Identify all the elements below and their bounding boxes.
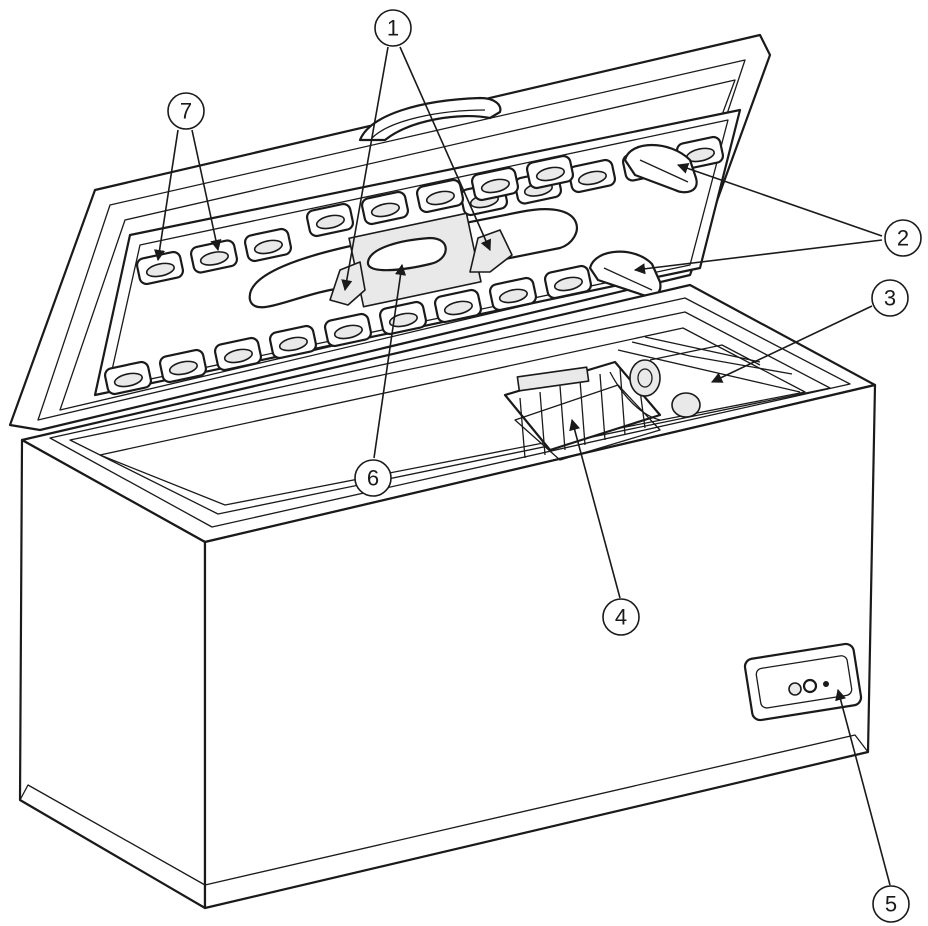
shelf-pocket (213, 336, 263, 372)
shelf-pocket (305, 202, 355, 238)
shelf-pocket (378, 300, 428, 336)
callout-label: 1 (387, 16, 399, 41)
callout-6: 6 (354, 459, 392, 497)
shelf-pocket (543, 264, 593, 300)
shelf-pocket (488, 276, 538, 312)
callout-3: 3 (871, 279, 909, 317)
shelf-pocket (158, 348, 208, 384)
shelf-pocket (567, 158, 617, 194)
callout-label: 4 (615, 605, 627, 630)
shelf-pocket (268, 324, 318, 360)
callout-label: 2 (897, 226, 909, 251)
shelf-pocket (103, 360, 153, 396)
callout-4: 4 (602, 598, 640, 636)
callout-label: 5 (885, 892, 897, 917)
shelf-pocket (415, 178, 465, 214)
callout-7: 7 (167, 92, 205, 130)
shelf-pocket (470, 166, 520, 202)
shelf-pocket (525, 154, 575, 190)
fan-icon (609, 359, 701, 421)
lid-handle-icon (358, 96, 502, 142)
callout-label: 3 (884, 286, 896, 311)
shelf-pocket (360, 190, 410, 226)
callout-5: 5 (872, 885, 910, 923)
leader-lines (153, 46, 891, 886)
callout-label: 6 (367, 466, 379, 491)
shelf-pocket (323, 312, 373, 348)
callout-1: 1 (374, 9, 412, 47)
shelf-pocket (433, 288, 483, 324)
callout-2: 2 (884, 219, 922, 257)
shelf-pocket (189, 239, 239, 274)
shelf-pocket (243, 227, 293, 263)
wire-basket-icon (503, 360, 662, 461)
callout-label: 7 (180, 99, 192, 124)
compressor-step (617, 336, 801, 393)
control-panel-icon (743, 642, 863, 722)
lid-stay-icon (588, 143, 698, 297)
